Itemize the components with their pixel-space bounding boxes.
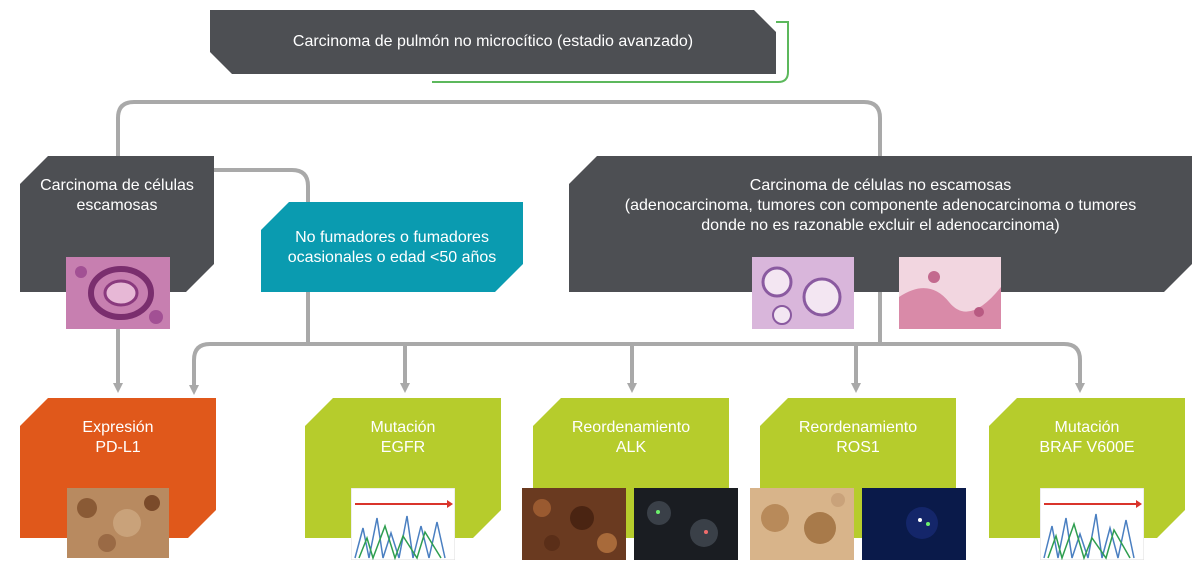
nonsmoker-box: No fumadores o fumadores ocasionales o e… bbox=[261, 202, 523, 292]
alk-fish-image bbox=[634, 488, 738, 560]
test-pdl1-line2: PD-L1 bbox=[95, 439, 141, 456]
nsclc-title-box: Carcinoma de pulmón no microcítico (esta… bbox=[210, 10, 776, 74]
test-braf-line2: BRAF V600E bbox=[1039, 439, 1135, 456]
squamous-histology-image bbox=[66, 257, 170, 329]
egfr-chromatogram-image bbox=[351, 488, 455, 560]
test-pdl1-line1: Expresión bbox=[82, 419, 154, 436]
nsclc-title: Carcinoma de pulmón no microcítico (esta… bbox=[292, 33, 694, 50]
test-alk-line1: Reordenamiento bbox=[571, 419, 691, 436]
nonsmoker-line2: ocasionales o edad <50 años bbox=[287, 249, 497, 266]
adenocarcinoma-stain-image bbox=[899, 257, 1001, 329]
ros1-fish-image bbox=[862, 488, 966, 560]
ros1-ihc-image bbox=[750, 488, 854, 560]
adenocarcinoma-histology-image bbox=[752, 257, 854, 329]
nonsquamous-line2: (adenocarcinoma, tumores con componente … bbox=[624, 197, 1137, 214]
test-egfr-line2: EGFR bbox=[380, 439, 426, 456]
braf-chromatogram-image bbox=[1040, 488, 1144, 560]
nonsquamous-line3: donde no es razonable excluir el adenoca… bbox=[701, 217, 1060, 234]
alk-ihc-image bbox=[522, 488, 626, 560]
pdl1-ihc-image bbox=[67, 488, 169, 558]
test-ros1-line2: ROS1 bbox=[836, 439, 880, 456]
test-ros1-line1: Reordenamiento bbox=[798, 419, 918, 436]
test-egfr-line1: Mutación bbox=[370, 419, 436, 436]
nonsquamous-line1: Carcinoma de células no escamosas bbox=[749, 177, 1012, 194]
test-braf-line1: Mutación bbox=[1054, 419, 1120, 436]
squamous-line1: Carcinoma de células bbox=[40, 177, 194, 194]
test-alk-line2: ALK bbox=[615, 439, 647, 456]
squamous-line2: escamosas bbox=[76, 197, 158, 214]
nonsquamous-box: Carcinoma de células no escamosas (adeno… bbox=[569, 156, 1192, 292]
nonsmoker-line1: No fumadores o fumadores bbox=[295, 229, 489, 246]
